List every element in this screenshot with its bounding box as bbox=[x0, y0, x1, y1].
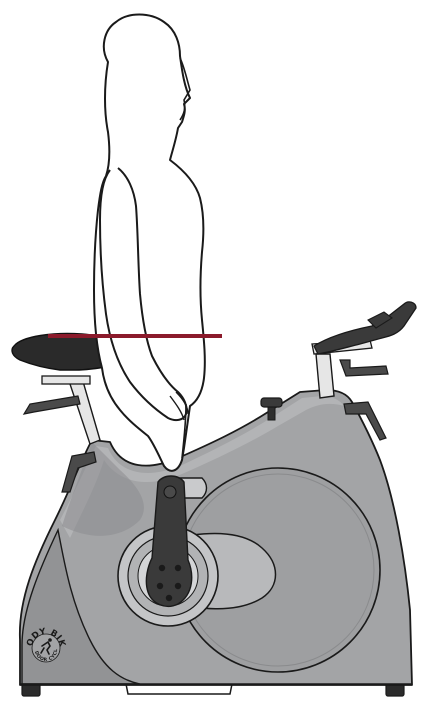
seat-lever-upper bbox=[24, 396, 80, 414]
person-silhouette bbox=[94, 15, 205, 471]
seat-post bbox=[68, 378, 100, 444]
crank-bolt-2 bbox=[175, 565, 181, 571]
knob-stem bbox=[268, 406, 275, 420]
knob-cap bbox=[261, 398, 282, 407]
logo-rider-head bbox=[48, 638, 52, 642]
handlebar-stem bbox=[316, 354, 334, 398]
crank-bolt-3 bbox=[157, 583, 163, 589]
crank-bolt-5 bbox=[166, 595, 172, 601]
crank-bolt-4 bbox=[175, 583, 181, 589]
seat-clamp bbox=[42, 376, 90, 384]
crank-bolt-1 bbox=[159, 565, 165, 571]
pedal-spindle bbox=[164, 486, 176, 498]
handlebar-lever-upper bbox=[340, 360, 388, 376]
